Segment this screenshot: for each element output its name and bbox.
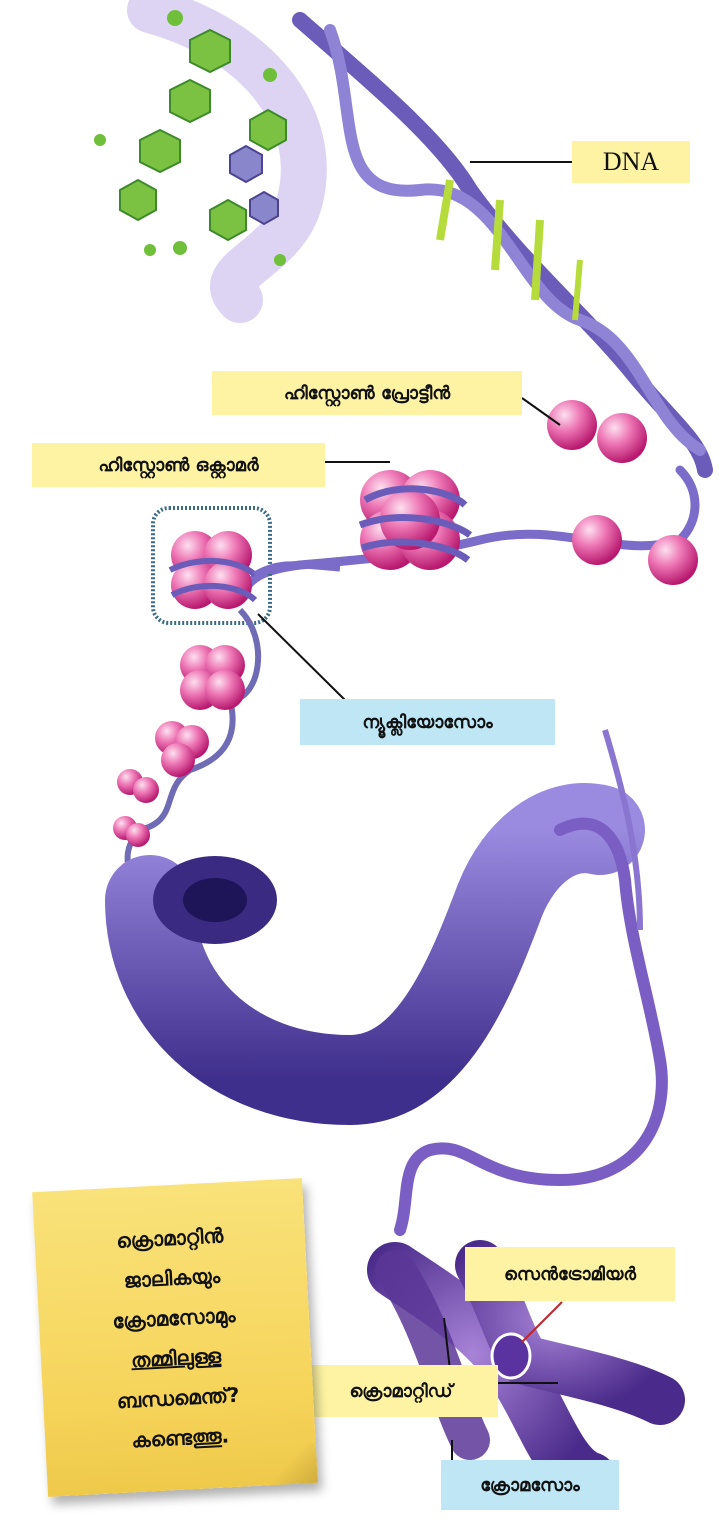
nucleosome-label-text: ന്യൂക്ലിയോസോം [362,712,492,733]
chromosome-label-text: ക്രോമസോം [480,1475,579,1496]
histone-octamer-large [360,470,470,570]
note-line-3: ക്രോമസോമും [112,1297,237,1337]
centromere-label: സെൻട്രോമിയർ [465,1247,675,1301]
histone-octamer-label-text: ഹിസ്റ്റോൺ ഒക്റ്റാമർ [98,455,258,476]
nucleosome-highlight [153,508,340,623]
dna-label: DNA [572,141,690,183]
dna-label-text: DNA [603,147,659,177]
note-line-4: തമ്മിലുള്ള [130,1338,222,1377]
chromatin-fiber [150,730,662,1230]
note-line-6: കണ്ടെത്തൂ. [131,1418,230,1457]
nucleosome-label: ന്യൂക്ലിയോസോം [300,699,555,745]
chromatid-label-text: ക്രൊമാറ്റിഡ് [349,1381,452,1402]
note-line-1: ക്രൊമാറ്റിൻ [116,1218,224,1258]
note-line-2: ജാലികയും [123,1258,221,1297]
nucleosome-chain [113,610,258,883]
chromatid-label-box: ക്രൊമാറ്റിഡ് [304,1365,498,1417]
histone-octamer-label: ഹിസ്റ്റോൺ ഒക്റ്റാമർ [32,443,325,487]
centromere-label-text: സെൻട്രോമിയർ [504,1264,636,1285]
note-line-5: ബന്ധമെന്ത്? [116,1377,240,1417]
chromosome-label: ക്രോമസോം [441,1460,619,1510]
histone-protein-label: ഹിസ്റ്റോൺ പ്രോട്ടീൻ [212,371,522,415]
sticky-note: ക്രൊമാറ്റിൻ ജാലികയും ക്രോമസോമും തമ്മിലുള… [32,1178,318,1497]
histone-protein-label-text: ഹിസ്റ്റോൺ പ്രോട്ടീൻ [284,383,450,404]
